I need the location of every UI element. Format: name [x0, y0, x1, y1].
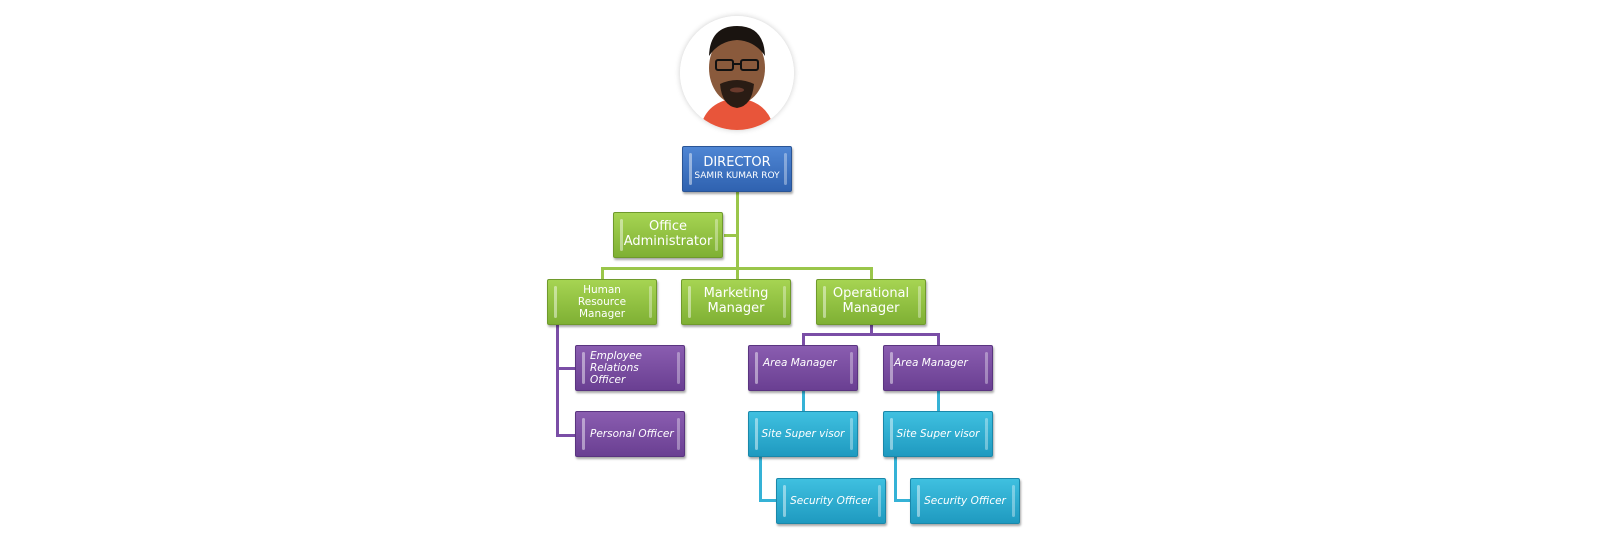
director-photo — [680, 16, 794, 130]
security-officer-box: Security Officer — [910, 478, 1020, 524]
connector-line — [759, 457, 762, 502]
area-manager-box: Area Manager — [883, 345, 993, 391]
connector-line — [937, 333, 940, 345]
box-label: Area Manager — [763, 357, 837, 369]
connector-line — [870, 324, 873, 335]
connector-line — [759, 499, 776, 502]
box-label: Office Administrator — [623, 219, 713, 249]
connector-line — [894, 457, 897, 502]
box-label: Site Super visor — [896, 427, 980, 440]
box-label: Security Officer — [924, 494, 1006, 507]
box-label: Security Officer — [790, 494, 872, 507]
employee-relations-officer-box: Employee Relations Officer — [575, 345, 685, 391]
box-label: Site Super visor — [761, 427, 845, 440]
connector-line — [556, 367, 575, 370]
connector-line — [736, 192, 739, 269]
connector-line — [894, 499, 911, 502]
director-box: DIRECTOR SAMIR KUMAR ROY — [682, 146, 792, 192]
connector-line — [736, 267, 739, 279]
site-supervisor-box: Site Super visor — [748, 411, 858, 457]
box-label: Marketing Manager — [703, 286, 769, 316]
personal-officer-box: Personal Officer — [575, 411, 685, 457]
office-administrator-box: Office Administrator — [613, 212, 723, 258]
person-portrait-icon — [680, 16, 794, 130]
connector-line — [601, 267, 604, 279]
connector-line — [802, 391, 805, 411]
director-title: DIRECTOR — [703, 155, 771, 171]
connector-line — [937, 391, 940, 411]
director-name: SAMIR KUMAR ROY — [694, 171, 780, 182]
area-manager-box: Area Manager — [748, 345, 858, 391]
box-label: Area Manager — [894, 357, 968, 369]
connector-line — [802, 333, 940, 336]
box-label: Human Resource Manager — [577, 283, 627, 321]
hr-manager-box: Human Resource Manager — [547, 279, 657, 325]
box-label: Personal Officer — [590, 427, 674, 440]
connector-line — [802, 333, 805, 345]
marketing-manager-box: Marketing Manager — [681, 279, 791, 325]
connector-line — [870, 267, 873, 279]
site-supervisor-box: Site Super visor — [883, 411, 993, 457]
operational-manager-box: Operational Manager — [816, 279, 926, 325]
connector-line — [556, 434, 575, 437]
connector-line — [556, 324, 559, 437]
box-label: Employee Relations Officer — [590, 349, 643, 387]
connector-line — [724, 234, 737, 237]
security-officer-box: Security Officer — [776, 478, 886, 524]
box-label: Operational Manager — [832, 286, 910, 316]
